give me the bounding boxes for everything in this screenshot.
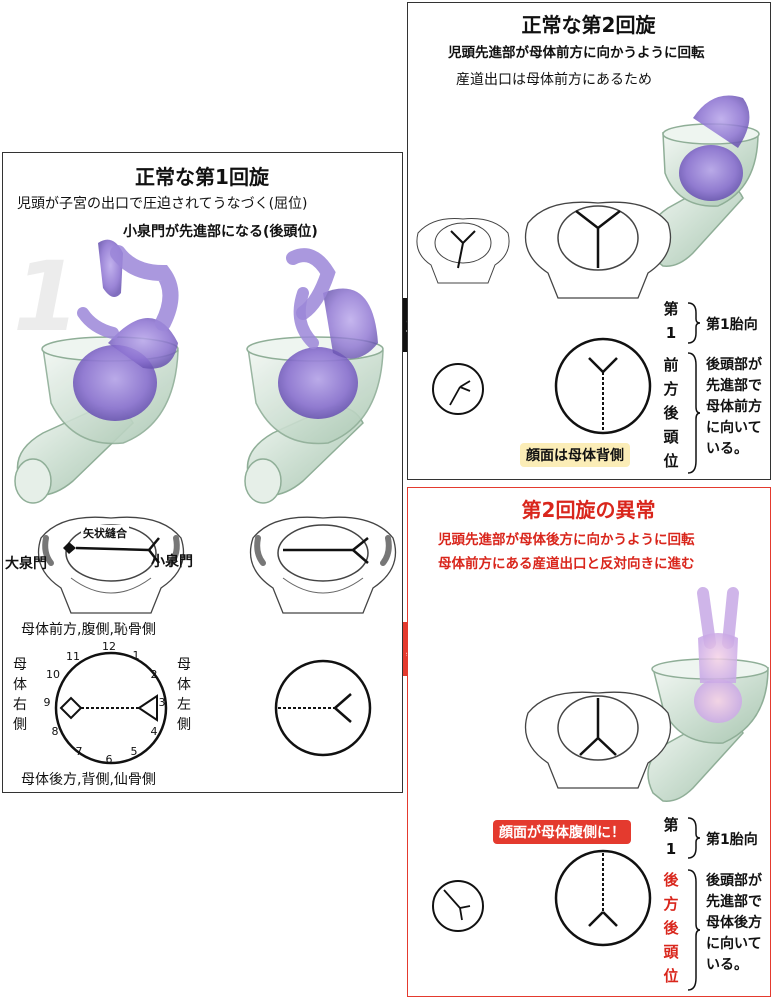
- right-side-label: 母体右側: [13, 657, 27, 733]
- p2-brace2: 後頭部が 先進部で 母体前方 に向いて いる。: [706, 357, 762, 457]
- fetal-head-circle-small-p2: [432, 363, 484, 415]
- panel-second-rotation-abnormal: 第2回旋の異常 児頭先進部が母体後方に向かうように回転 母体前方にある産道出口と…: [407, 487, 771, 997]
- p3-brace2: 後頭部が 先進部で 母体後方 に向いて いる。: [706, 873, 762, 973]
- p3-col1: 第1: [663, 816, 679, 858]
- clock-5: 5: [130, 745, 138, 758]
- clock-12: 12: [102, 640, 116, 653]
- fetal-head-circle-large-p3: [554, 849, 652, 947]
- brace-2-p3: [687, 869, 701, 991]
- panel1-subtitle: 児頭が子宮の出口で圧迫されてうなづく(屈位): [17, 196, 308, 212]
- clock-9: 9: [43, 696, 51, 709]
- clock-8: 8: [51, 725, 59, 738]
- highlight-face-abdomen: 顔面が母体腹側に！: [493, 820, 631, 844]
- clock-1: 1: [132, 649, 140, 662]
- panel3-subtitle1: 児頭先進部が母体後方に向かうように回転: [438, 532, 695, 548]
- fetus-in-pelvis-illustration-right: [244, 248, 384, 504]
- clock-7: 7: [75, 745, 83, 758]
- brace-2-p2: [687, 352, 701, 474]
- label-small-fontanelle: 小泉門: [151, 554, 193, 570]
- panel3-title: 第2回旋の異常: [521, 498, 656, 522]
- panel2-subtitle: 児頭先進部が母体前方に向かうように回転: [448, 45, 705, 61]
- highlight-face-back: 顔面は母体背側: [520, 443, 630, 467]
- left-side-label: 母体左側: [177, 657, 191, 733]
- back-label: 母体後方,背側,仙骨側: [21, 772, 156, 788]
- front-label: 母体前方,腹側,恥骨側: [21, 622, 156, 638]
- clock-2: 2: [150, 668, 158, 681]
- p3-col2: 後方後頭位: [663, 871, 679, 985]
- clock-10: 10: [46, 668, 60, 681]
- panel2-title: 正常な第2回旋: [521, 13, 656, 37]
- fetus-in-pelvis-illustration-p2: [647, 95, 760, 267]
- fetal-head-circle-large-p2: [554, 337, 652, 435]
- fetal-head-circle-small-p3: [432, 880, 484, 932]
- clock-3: 3: [158, 696, 166, 709]
- panel1-title: 正常な第1回旋: [135, 165, 269, 189]
- pelvis-outline-left: [37, 516, 185, 614]
- brace-1-p2: [687, 302, 701, 344]
- fetal-head-clock: [54, 651, 168, 765]
- pelvis-outline-large-p3: [524, 691, 672, 789]
- clock-4: 4: [150, 725, 158, 738]
- panel1-note: 小泉門が先進部になる(後頭位): [123, 224, 318, 240]
- panel3-subtitle2: 母体前方にある産道出口と反対向きに進む: [438, 556, 695, 572]
- p2-brace1: 第1胎向: [706, 317, 758, 333]
- clock-6: 6: [105, 753, 113, 766]
- fetus-in-pelvis-illustration-p3: [647, 587, 769, 802]
- panel-first-rotation: 正常な第1回旋 児頭が子宮の出口で圧迫されてうなづく(屈位) 小泉門が先進部にな…: [2, 152, 403, 793]
- brace-1-p3: [687, 817, 701, 859]
- pelvis-outline-small-p2: [416, 218, 510, 284]
- label-large-fontanelle: 大泉門: [5, 556, 47, 572]
- big-numeral: 1: [13, 241, 80, 353]
- p3-brace1: 第1胎向: [706, 832, 758, 848]
- label-sagittal-suture: 矢状縫合: [81, 525, 129, 541]
- pelvis-outline-right: [249, 516, 397, 614]
- p2-col2: 前方後頭位: [663, 356, 679, 470]
- p2-col1: 第1: [663, 300, 679, 342]
- fetus-in-pelvis-illustration-left: [14, 239, 179, 504]
- fetal-head-circle-right: [274, 659, 372, 757]
- pelvis-outline-large-p2: [524, 201, 672, 299]
- clock-11: 11: [66, 650, 80, 663]
- panel-second-rotation-normal: 正常な第2回旋 児頭先進部が母体前方に向かうように回転 産道出口は母体前方にある…: [407, 2, 771, 480]
- panel2-note: 産道出口は母体前方にあるため: [456, 72, 652, 88]
